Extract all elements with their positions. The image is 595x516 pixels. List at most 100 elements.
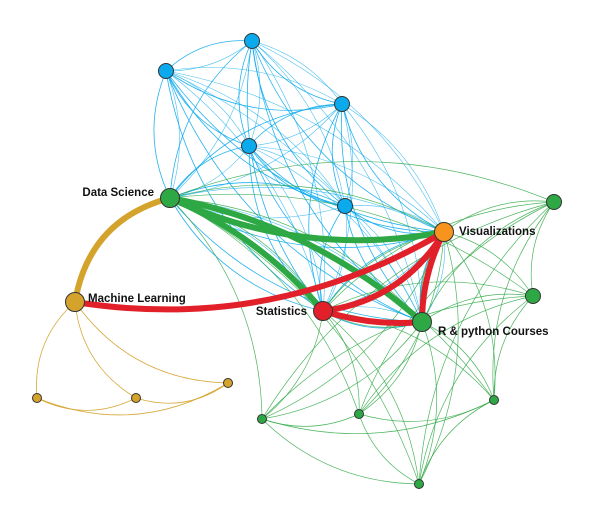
node-r-python[interactable] — [412, 312, 432, 332]
thin-edge — [248, 145, 445, 233]
thin-edge — [169, 184, 445, 233]
edge-data-science-r-python — [167, 195, 425, 325]
node-g6[interactable] — [414, 479, 424, 489]
thin-edge — [322, 310, 360, 415]
thin-edge — [251, 40, 445, 233]
node-b1[interactable] — [244, 33, 260, 49]
thin-edge — [165, 70, 180, 199]
thin-edge — [169, 40, 253, 199]
thin-edge — [251, 40, 326, 312]
thin-edge — [169, 40, 253, 199]
thin-edge — [248, 145, 346, 207]
thin-edge — [248, 145, 423, 323]
thin-edge — [248, 40, 261, 147]
node-b2[interactable] — [158, 63, 174, 79]
thin-edge — [169, 197, 423, 323]
thin-edge — [165, 70, 250, 147]
thin-edge — [358, 295, 534, 415]
thin-edge — [169, 182, 346, 207]
thin-edge — [418, 295, 534, 485]
thin-edge — [165, 70, 445, 233]
thin-edge — [165, 67, 343, 105]
label-statistics: Statistics — [256, 306, 307, 318]
thin-edge — [261, 399, 495, 434]
thin-edge — [165, 70, 346, 207]
node-b5[interactable] — [337, 198, 353, 214]
thin-edge — [74, 301, 137, 399]
node-g1[interactable] — [546, 194, 562, 210]
thin-edge — [169, 103, 343, 199]
thin-edge — [165, 70, 250, 147]
thin-edge — [169, 145, 250, 199]
thin-edge — [421, 201, 555, 323]
thin-edge — [248, 145, 423, 323]
thin-edge — [443, 231, 496, 401]
thin-edge — [251, 40, 346, 207]
thin-edge — [135, 382, 229, 404]
node-y3[interactable] — [223, 378, 233, 388]
node-g3[interactable] — [257, 414, 267, 424]
label-machine-learning: Machine Learning — [88, 293, 186, 305]
thin-edge — [251, 40, 343, 105]
thin-edge — [418, 399, 495, 485]
label-r-python: R & python Courses — [438, 326, 549, 338]
thin-edge — [169, 197, 324, 312]
edge-statistics-r-python — [320, 308, 425, 326]
thin-edge — [169, 145, 250, 199]
heavy-edges — [72, 195, 447, 326]
node-b4[interactable] — [241, 138, 257, 154]
thin-edge — [322, 310, 420, 485]
edge-machine-learning-visualizations — [72, 229, 447, 313]
thin-edges — [36, 40, 555, 485]
node-g5[interactable] — [489, 395, 499, 405]
thin-edge — [165, 70, 324, 312]
node-g4[interactable] — [354, 409, 364, 419]
thin-edge — [36, 301, 76, 399]
node-machine-learning[interactable] — [65, 292, 85, 312]
thin-edge — [165, 40, 253, 72]
thin-edge — [421, 293, 534, 323]
nodes — [32, 33, 562, 489]
node-b3[interactable] — [334, 96, 350, 112]
thin-edge — [341, 103, 354, 207]
thin-edge — [341, 103, 445, 233]
thin-edge — [418, 231, 459, 485]
thin-edge — [308, 103, 343, 312]
thin-edge — [261, 418, 420, 485]
thin-edge — [261, 201, 555, 420]
node-visualizations[interactable] — [434, 222, 454, 242]
thin-edge — [248, 145, 445, 233]
thin-edge — [248, 103, 343, 147]
thin-edge — [530, 201, 555, 297]
thin-edge — [169, 197, 263, 420]
node-data-science[interactable] — [160, 188, 180, 208]
thin-edge — [344, 205, 445, 233]
thin-edge — [248, 103, 343, 147]
thin-edge — [165, 40, 253, 72]
node-g2[interactable] — [525, 288, 541, 304]
label-data-science: Data Science — [82, 187, 154, 199]
thin-edge — [165, 70, 343, 111]
thin-edge — [421, 321, 495, 401]
node-y2[interactable] — [131, 393, 141, 403]
thin-edge — [358, 321, 423, 415]
edge-data-science-machine-learning — [72, 195, 173, 305]
thin-edge — [358, 413, 420, 485]
edge-data-science-statistics — [167, 195, 326, 314]
thin-edge — [251, 40, 343, 105]
node-y1[interactable] — [32, 393, 42, 403]
thin-edge — [238, 40, 253, 147]
thin-edge — [251, 40, 346, 207]
thin-edge — [319, 205, 346, 312]
thin-edge — [251, 40, 445, 233]
thin-edge — [261, 295, 534, 420]
thin-edge — [169, 103, 343, 199]
thin-edge — [261, 321, 423, 420]
thin-edge — [169, 161, 555, 203]
thin-edge — [36, 397, 137, 411]
thin-edge — [340, 103, 423, 323]
node-statistics[interactable] — [313, 301, 333, 321]
thin-edge — [169, 187, 445, 233]
